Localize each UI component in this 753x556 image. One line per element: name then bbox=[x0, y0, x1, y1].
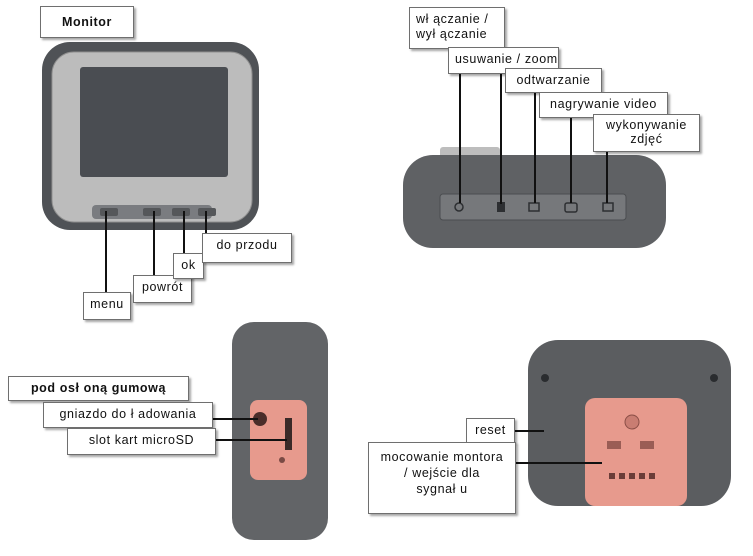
microsd-leader bbox=[215, 439, 287, 441]
reset-leader bbox=[514, 430, 544, 432]
photo-leader bbox=[606, 150, 608, 203]
menu-label: menu bbox=[83, 292, 131, 320]
reset-label: reset bbox=[466, 418, 515, 443]
mount-label-line1: mocowanie montora bbox=[373, 449, 511, 465]
menu-leader bbox=[105, 211, 107, 294]
back-label: powrót bbox=[133, 275, 192, 303]
mount-label: mocowanie montora / wejście dla sygnał u bbox=[368, 442, 516, 514]
photo-label-line1: wykonywanie bbox=[598, 118, 695, 132]
charging-leader bbox=[212, 418, 258, 420]
mount-label-line3: sygnał u bbox=[373, 481, 511, 497]
power-label-line1: wł ączanie / bbox=[416, 12, 498, 27]
monitor-side-view bbox=[232, 322, 328, 540]
monitor-title: Monitor bbox=[40, 6, 134, 38]
mount-leader bbox=[514, 462, 602, 464]
charging-socket-label: gniazdo do ł adowania bbox=[43, 402, 213, 428]
power-label: wł ączanie / wył ączanie bbox=[409, 7, 505, 49]
microsd-slot-label: slot kart microSD bbox=[67, 428, 216, 455]
photo-label-line2: zdjęć bbox=[598, 132, 695, 146]
ok-leader bbox=[183, 211, 185, 254]
ok-label: ok bbox=[173, 253, 204, 279]
rubber-cover-label: pod osł oną gumową bbox=[8, 376, 189, 401]
power-label-line2: wył ączanie bbox=[416, 27, 498, 42]
delete-zoom-leader bbox=[500, 74, 502, 204]
forward-leader bbox=[205, 211, 207, 235]
video-leader bbox=[570, 117, 572, 203]
forward-label: do przodu bbox=[202, 233, 292, 263]
screen bbox=[80, 67, 228, 177]
monitor-front-view bbox=[42, 42, 259, 230]
playback-label: odtwarzanie bbox=[505, 68, 602, 93]
photo-label: wykonywanie zdjęć bbox=[593, 114, 700, 152]
back-leader bbox=[153, 211, 155, 276]
mount-label-line2: / wejście dla bbox=[373, 465, 511, 481]
playback-leader bbox=[534, 93, 536, 203]
monitor-back-view bbox=[528, 340, 731, 506]
mount-plate bbox=[585, 398, 687, 506]
